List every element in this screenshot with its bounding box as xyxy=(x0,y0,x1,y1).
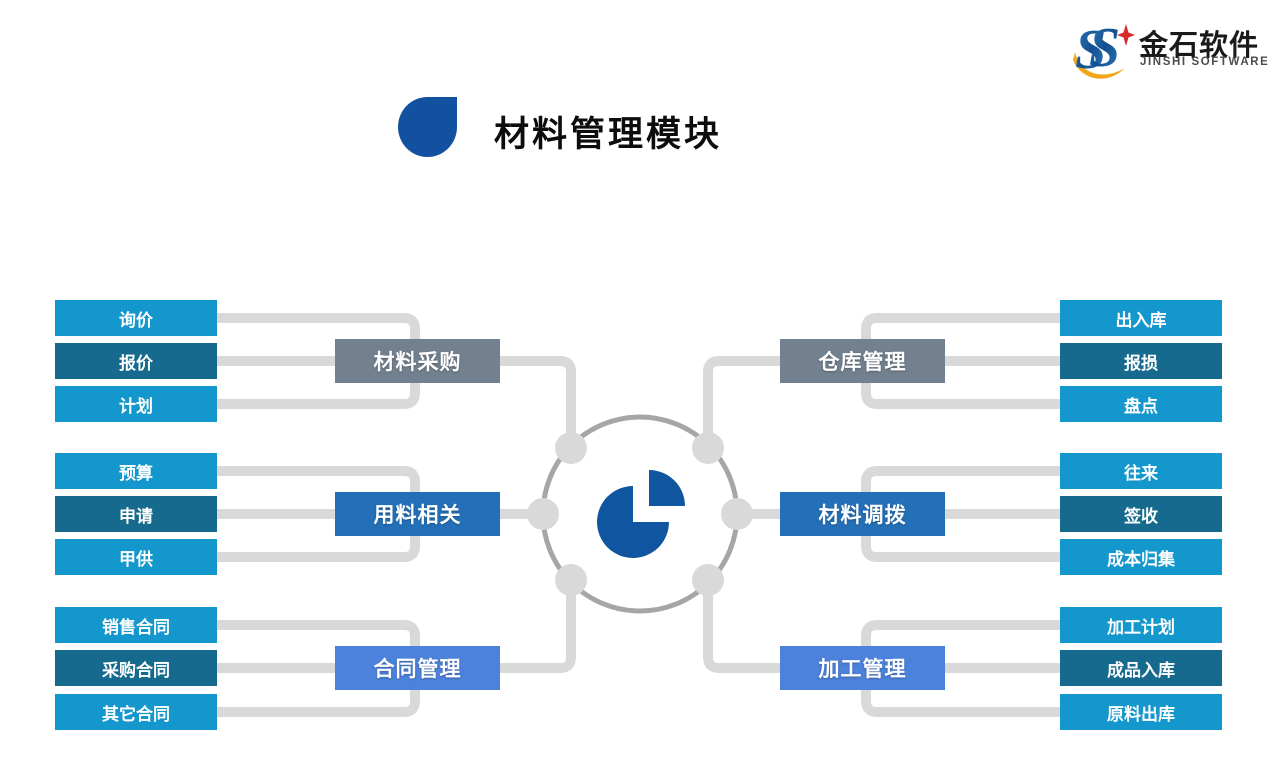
item-purchase-contract: 采购合同 xyxy=(55,650,217,686)
group-material-usage: 用料相关 xyxy=(335,492,500,536)
item-quotation: 报价 xyxy=(55,343,217,379)
jinshi-logo-icon: S S xyxy=(1073,17,1135,81)
pie-chart-icon xyxy=(597,470,685,558)
item-damage-report: 报损 xyxy=(1060,343,1222,379)
item-raw-material-out: 原料出库 xyxy=(1060,694,1222,730)
item-sales-contract: 销售合同 xyxy=(55,607,217,643)
brand-name-cn: 金石软件 xyxy=(1139,30,1260,62)
logo-star-icon xyxy=(1117,24,1135,46)
item-request: 申请 xyxy=(55,496,217,532)
page-title: 材料管理模块 xyxy=(494,115,723,154)
logo-swoosh-icon xyxy=(1073,52,1125,79)
group-material-transfer: 材料调拨 xyxy=(780,492,945,536)
item-transactions: 往来 xyxy=(1060,453,1222,489)
svg-text:S: S xyxy=(1089,17,1120,79)
group-material-purchase: 材料采购 xyxy=(335,339,500,383)
item-other-contract: 其它合同 xyxy=(55,694,217,730)
group-processing-mgmt: 加工管理 xyxy=(780,646,945,690)
item-stocktake: 盘点 xyxy=(1060,386,1222,422)
group-contract-mgmt: 合同管理 xyxy=(335,646,500,690)
group-warehouse-mgmt: 仓库管理 xyxy=(780,339,945,383)
item-processing-plan: 加工计划 xyxy=(1060,607,1222,643)
item-inquiry: 询价 xyxy=(55,300,217,336)
title-droplet-icon xyxy=(398,97,457,157)
item-in-out-warehouse: 出入库 xyxy=(1060,300,1222,336)
item-budget: 预算 xyxy=(55,453,217,489)
item-plan: 计划 xyxy=(55,386,217,422)
item-owner-supplied: 甲供 xyxy=(55,539,217,575)
item-cost-collection: 成本归集 xyxy=(1060,539,1222,575)
item-finished-goods-in: 成品入库 xyxy=(1060,650,1222,686)
svg-text:S: S xyxy=(1075,19,1106,81)
item-sign-receipt: 签收 xyxy=(1060,496,1222,532)
brand-name-en: JINSHI SOFTWARE xyxy=(1140,56,1270,68)
hub-node-dots xyxy=(527,432,753,596)
jinshi-logo: S S 金石软件 JINSHI SOFTWARE xyxy=(1073,14,1268,84)
